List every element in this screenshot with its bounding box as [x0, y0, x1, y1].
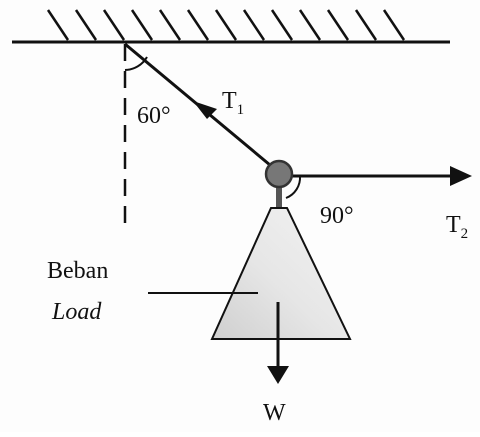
angle-arc-90	[285, 175, 302, 199]
tension-t1-label: T1	[222, 88, 244, 118]
tension-t1-arrowhead	[193, 101, 217, 119]
weight-arrowhead	[267, 366, 289, 384]
ceiling-support	[12, 9, 450, 44]
tension-t2-arrowhead	[450, 166, 472, 186]
angle-label-60: 60°	[137, 103, 171, 129]
knot	[264, 159, 294, 189]
weight-label: W	[263, 400, 286, 426]
load-cone	[210, 207, 352, 340]
ceiling-hatching	[46, 9, 406, 41]
load-label-malay: Beban	[47, 258, 108, 284]
tension-t2-label: T2	[446, 212, 468, 242]
angle-arc-60	[124, 56, 148, 71]
angle-label-90: 90°	[320, 203, 354, 229]
load-label-english: Load	[51, 299, 102, 325]
